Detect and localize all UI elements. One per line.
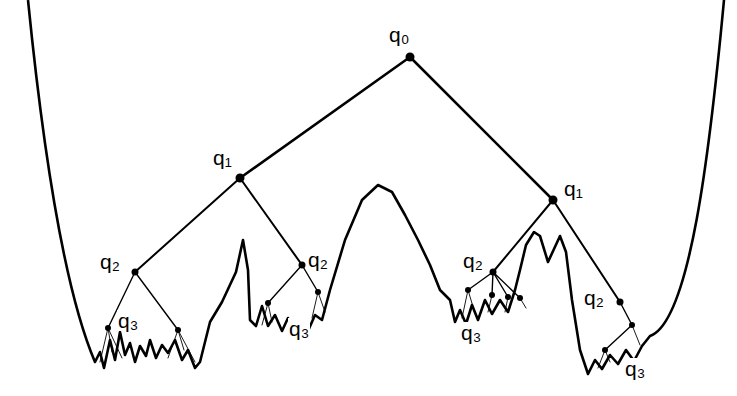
- level-label: q₂: [583, 287, 605, 308]
- level-label: q₂: [99, 251, 121, 272]
- tree-branches: [100, 57, 640, 368]
- landscape-curve: [28, 0, 724, 374]
- level-label: q₃: [460, 322, 482, 343]
- level-label: q₃: [288, 318, 310, 339]
- level-label: q₃: [117, 310, 139, 331]
- level-label: q₂: [462, 250, 484, 271]
- level-label: q₂: [307, 249, 329, 270]
- level-label: q₁: [212, 147, 233, 168]
- level-label: q₀: [388, 24, 410, 45]
- level-label: q₃: [624, 358, 646, 379]
- tree-dots: [105, 53, 635, 354]
- level-label: q₁: [563, 178, 584, 199]
